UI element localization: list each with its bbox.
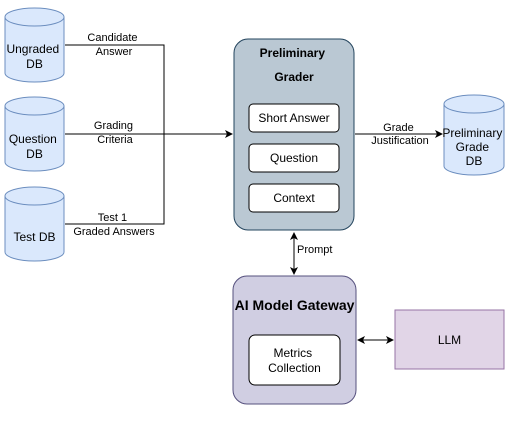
- ungraded-db-label: Ungraded DB: [6, 42, 62, 71]
- preliminary-grader: Preliminary Grader Short Answer Question…: [233, 38, 355, 231]
- edge-labels: Candidate Answer Grading Criteria Test 1…: [73, 32, 428, 256]
- grader-item-short-answer: Short Answer: [248, 103, 340, 133]
- ungraded-db-top: [4, 7, 65, 27]
- ai-model-gateway-title: AI Model Gateway: [235, 297, 355, 313]
- test-graded-answers-label: Test 1 Graded Answers: [73, 212, 155, 238]
- grader-item-short-answer-label: Short Answer: [258, 111, 329, 125]
- question-db-body: [4, 106, 65, 172]
- test-db-top: [4, 186, 65, 206]
- grader-item-short-answer-box: [248, 103, 340, 133]
- question-db: Question DB: [4, 96, 65, 172]
- question-db-top: [4, 96, 65, 116]
- metrics-collection-box: [248, 334, 341, 386]
- grade-justification-label: Grade Justification: [371, 122, 428, 147]
- preliminary-grader-box: [233, 38, 355, 231]
- ungraded-db: Ungraded DB: [4, 7, 65, 83]
- llm: LLM: [394, 309, 505, 370]
- preliminary-grader-title: Preliminary Grader: [260, 46, 329, 84]
- preliminary-grade-db-top: [443, 94, 505, 114]
- metrics-collection-label: Metrics Collection: [268, 346, 321, 375]
- preliminary-grade-db: Preliminary Grade DB: [442, 94, 505, 176]
- grader-item-context: Context: [248, 183, 340, 213]
- grader-item-context-label: Context: [273, 191, 315, 205]
- llm-box: [394, 309, 505, 370]
- grader-item-context-box: [248, 183, 340, 213]
- metrics-collection: Metrics Collection: [248, 334, 341, 386]
- grader-item-question-box: [248, 143, 340, 173]
- test-db: Test DB: [4, 186, 65, 262]
- candidate-answer-label: Candidate Answer: [87, 32, 140, 58]
- question-db-label: Question DB: [9, 132, 60, 161]
- prompt-label: Prompt: [297, 244, 332, 256]
- edge-test-to-grader: [65, 134, 165, 225]
- connectors: [65, 44, 443, 344]
- ai-model-gateway: AI Model Gateway Metrics Collection: [232, 275, 357, 405]
- grading-criteria-label: Grading Criteria: [94, 120, 136, 146]
- preliminary-grade-db-label: Preliminary Grade DB: [442, 126, 505, 168]
- preliminary-grade-db-body: [443, 104, 505, 176]
- ungraded-db-body: [4, 17, 65, 83]
- test-db-body: [4, 196, 65, 262]
- test-db-label: Test DB: [13, 230, 55, 244]
- grader-item-question: Question: [248, 143, 340, 173]
- grader-item-question-label: Question: [270, 151, 318, 165]
- llm-label: LLM: [438, 333, 461, 347]
- edge-ungraded-to-grader: [65, 44, 165, 134]
